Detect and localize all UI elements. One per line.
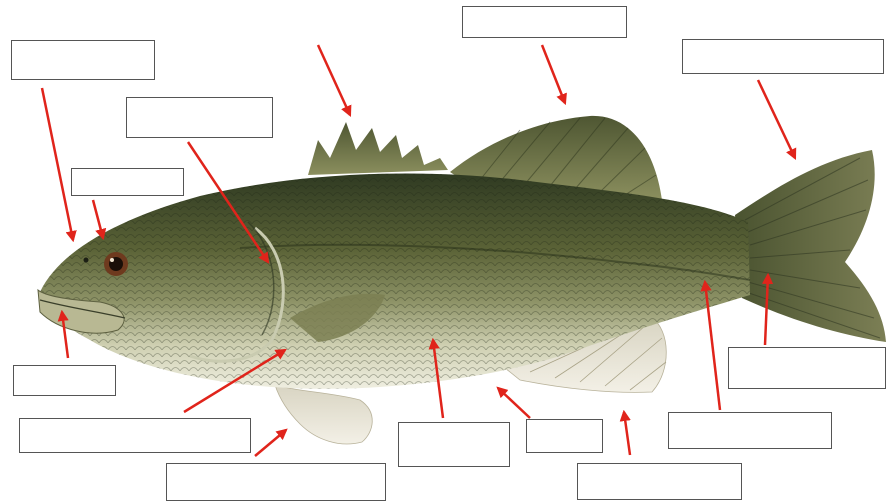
arrow-tail — [758, 80, 795, 158]
spiny-dorsal-fin — [308, 122, 448, 175]
caudal-fin — [735, 150, 886, 342]
label-box-13[interactable] — [668, 412, 832, 449]
label-box-12[interactable] — [577, 463, 742, 500]
label-box-11[interactable] — [526, 419, 603, 453]
label-box-9[interactable] — [166, 463, 386, 501]
arrow-vent — [498, 388, 530, 418]
label-box-6[interactable] — [728, 347, 886, 389]
arrow-eye — [42, 88, 73, 240]
label-box-2[interactable] — [126, 97, 273, 138]
label-box-5[interactable] — [682, 39, 884, 74]
arrow-anal — [624, 412, 630, 455]
arrow-soft-dorsal — [542, 45, 565, 103]
label-box-3[interactable] — [71, 168, 184, 196]
label-box-4[interactable] — [462, 6, 627, 38]
nostril — [84, 258, 89, 263]
arrow-spiny-dorsal — [318, 45, 350, 115]
arrow-pelvic — [255, 430, 286, 456]
arrow-nostril — [93, 200, 103, 238]
label-box-10[interactable] — [398, 422, 510, 467]
pelvic-fin — [275, 385, 372, 444]
label-box-1[interactable] — [11, 40, 155, 80]
label-box-7[interactable] — [13, 365, 116, 396]
label-box-8[interactable] — [19, 418, 251, 453]
